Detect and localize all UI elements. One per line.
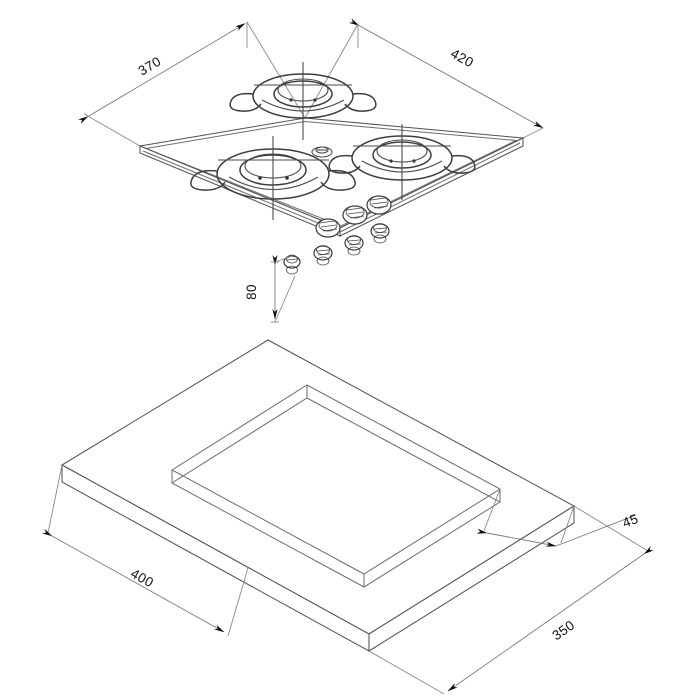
dimension-420: 420 xyxy=(348,18,544,129)
control-knob-2[interactable] xyxy=(342,205,368,225)
dimension-80: 80 xyxy=(244,255,296,323)
burner-rear xyxy=(229,62,377,140)
dimension-370-label: 370 xyxy=(136,54,164,79)
hob-extension-lines xyxy=(85,21,544,147)
dimension-80-label: 80 xyxy=(244,284,259,300)
mounting-foot-3 xyxy=(370,223,390,244)
dimension-45: 45 xyxy=(476,488,640,547)
burner-front-right xyxy=(328,124,476,200)
hob-body xyxy=(138,117,525,237)
control-knob-1[interactable] xyxy=(315,218,341,238)
hob-top-inner-edge xyxy=(144,120,518,227)
hob-assembly-view: 370 420 xyxy=(78,18,544,323)
countertop-cutout-view: 400 350 45 xyxy=(42,339,654,695)
burner-front-left xyxy=(190,136,356,220)
dimension-370: 370 xyxy=(78,22,248,124)
countertop-cutout xyxy=(171,384,501,588)
dimension-45-label: 45 xyxy=(620,511,640,531)
ignition-button[interactable] xyxy=(311,146,333,158)
control-knob-3[interactable] xyxy=(366,195,392,215)
dimension-350-label: 350 xyxy=(549,617,577,643)
mounting-foot-1 xyxy=(313,245,333,266)
dimension-420-label: 420 xyxy=(448,46,476,71)
mounting-foot-2 xyxy=(344,235,364,256)
